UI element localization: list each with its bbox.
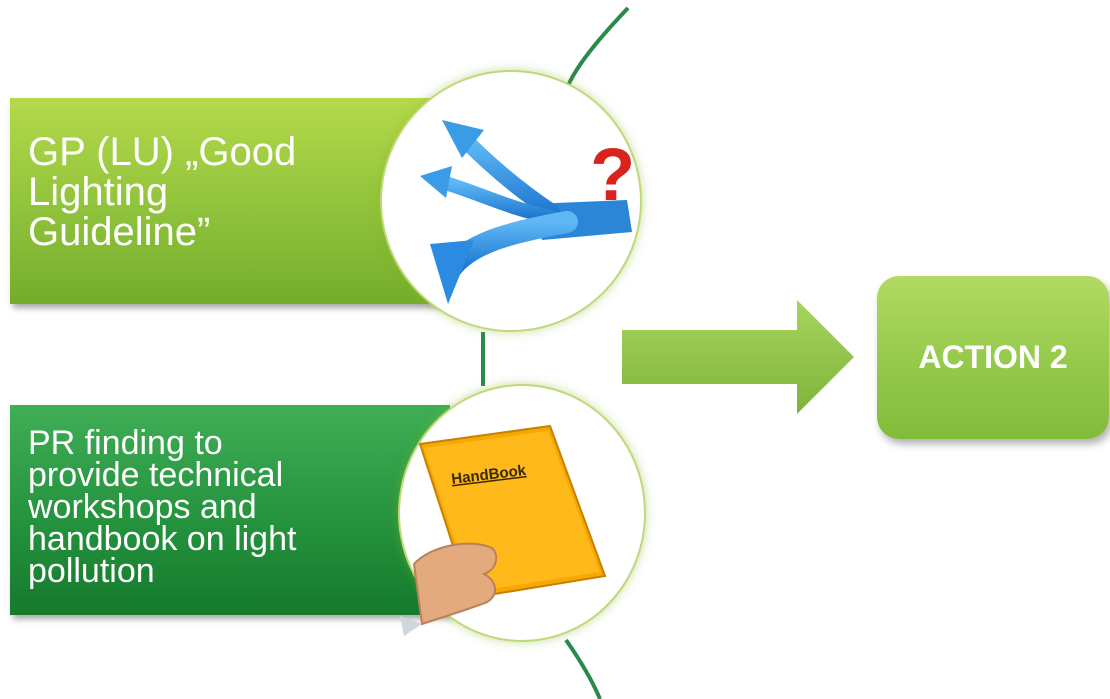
crossroads-arrows-question-icon: ?	[420, 120, 635, 304]
action-2-box: ACTION 2	[877, 276, 1109, 439]
handbook-circle: HandBook	[398, 384, 646, 642]
pr-finding-box: PR finding to provide technical workshop…	[10, 405, 450, 615]
svg-text:?: ?	[590, 133, 635, 216]
crossroads-circle: ?	[380, 70, 642, 332]
right-arrow-icon	[622, 300, 854, 414]
handbook-in-hand-icon: HandBook	[400, 424, 607, 636]
good-lighting-guideline-text: GP (LU) „Good Lighting Guideline”	[28, 130, 297, 254]
action-label: ACTION 2	[918, 339, 1068, 375]
good-lighting-guideline-box: GP (LU) „Good Lighting Guideline”	[10, 98, 450, 304]
pr-finding-text: PR finding to provide technical workshop…	[28, 424, 297, 590]
